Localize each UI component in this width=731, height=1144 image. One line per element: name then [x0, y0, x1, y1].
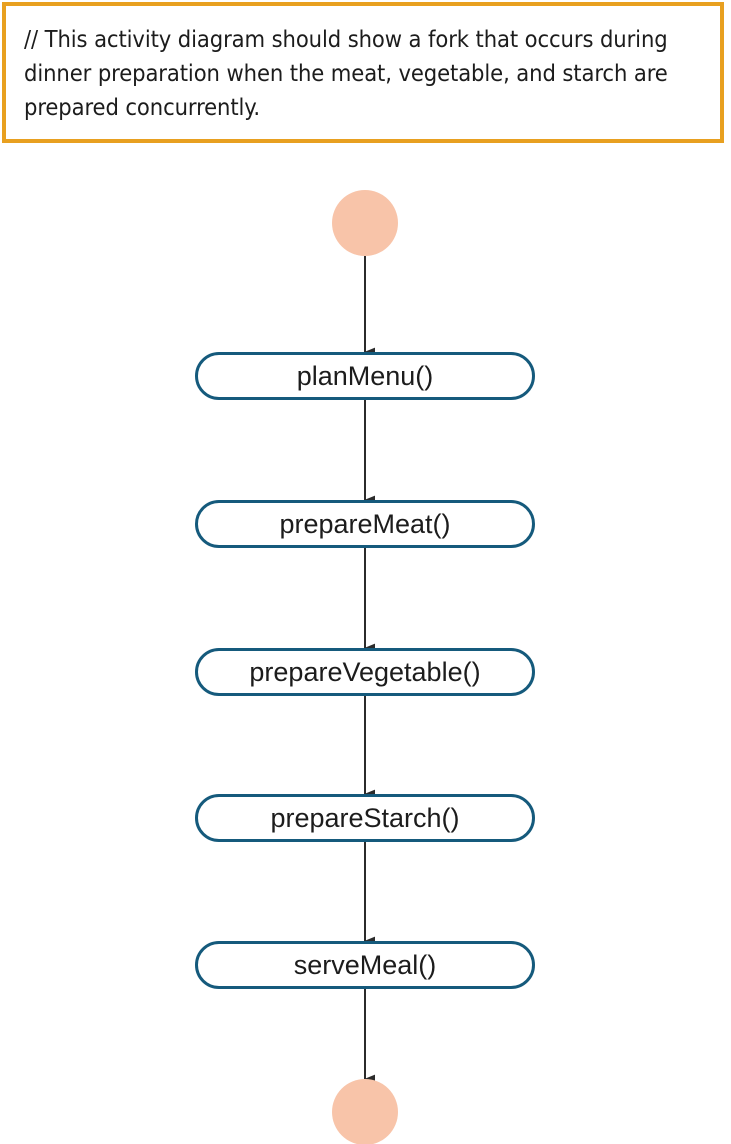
activity-diagram-graphics — [195, 190, 535, 1144]
activity-node-prepare-meat[interactable] — [195, 500, 535, 548]
requirement-comment-text: // This activity diagram should show a f… — [24, 24, 668, 121]
activity-node-plan-menu[interactable] — [195, 352, 535, 400]
uml-activity-diagram: planMenu() prepareMeat() prepareVegetabl… — [0, 143, 731, 1144]
activity-node-prepare-starch[interactable] — [195, 794, 535, 842]
activity-node-prepare-vegetable[interactable] — [195, 648, 535, 696]
start-node[interactable] — [332, 190, 398, 256]
end-node[interactable] — [332, 1079, 398, 1144]
requirement-comment-box: // This activity diagram should show a f… — [2, 2, 724, 143]
activity-node-serve-meal[interactable] — [195, 941, 535, 989]
